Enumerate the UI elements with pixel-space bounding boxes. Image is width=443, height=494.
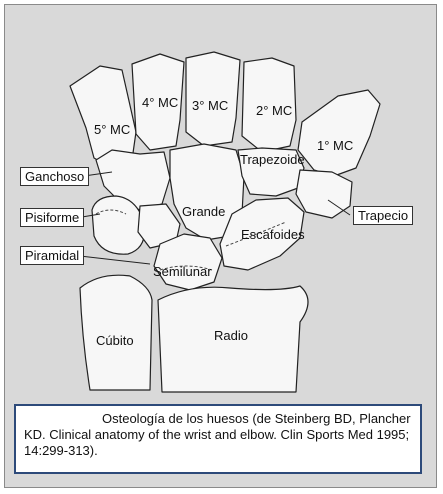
trapezoid-label: Trapezoide [240,152,305,167]
hamate-label: Ganchoso [20,167,89,186]
pisiform-label: Pisiforme [20,208,84,227]
scaphoid-label: Escafoides [241,227,305,242]
lunate-label: Semilunar [153,264,212,279]
trapezium-label: Trapecio [353,206,413,225]
fifth-metacarpal-label: 5° MC [94,122,130,137]
first-metacarpal-bone [298,90,380,176]
second-metacarpal-label: 2° MC [256,103,292,118]
ulna-label: Cúbito [96,333,134,348]
figure-caption: Osteología de los huesos (de Steinberg B… [14,404,422,474]
fourth-metacarpal-label: 4° MC [142,95,178,110]
radius-label: Radio [214,328,248,343]
lunate-bone [154,234,222,290]
triquetrum-label: Piramidal [20,246,84,265]
capitate-label: Grande [182,204,225,219]
caption-text: Osteología de los huesos (de Steinberg B… [24,411,411,458]
first-metacarpal-label: 1° MC [317,138,353,153]
third-metacarpal-label: 3° MC [192,98,228,113]
